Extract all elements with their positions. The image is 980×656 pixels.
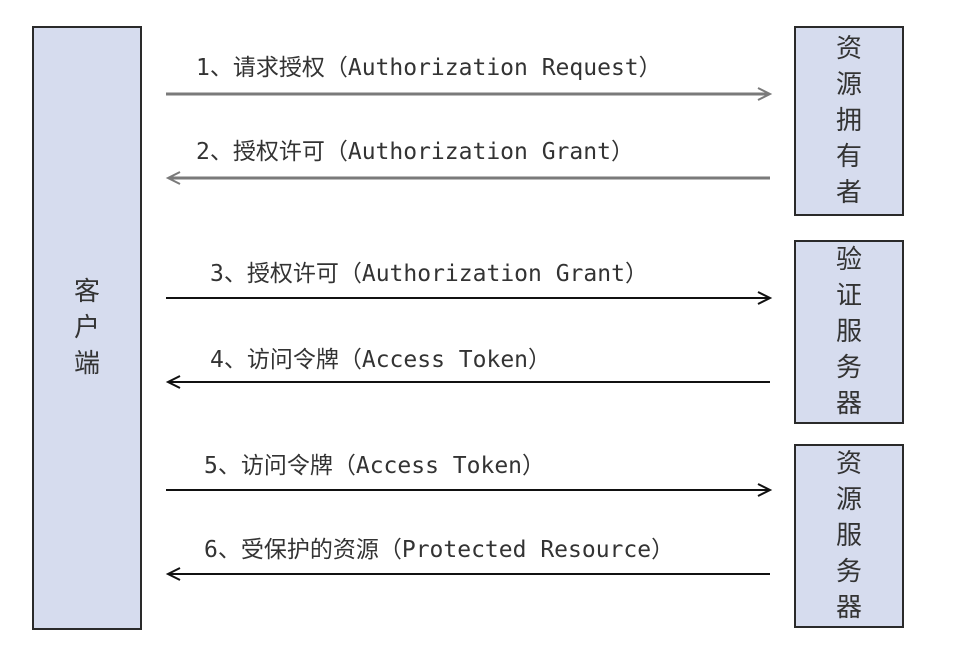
- resource-owner-box: 资源拥有者: [794, 26, 904, 216]
- box-label-char: 器: [835, 389, 862, 419]
- box-label-char: 有: [835, 142, 862, 172]
- box-label-char: 拥: [835, 106, 862, 136]
- box-label-char: 源: [835, 485, 862, 515]
- message-label-4: 4、访问令牌（Access Token）: [210, 347, 552, 373]
- box-label-char: 户: [73, 313, 100, 343]
- box-label-char: 端: [73, 349, 100, 379]
- box-label-char: 务: [835, 353, 862, 383]
- box-label-char: 证: [835, 281, 862, 311]
- message-label-2: 2、授权许可（Authorization Grant）: [196, 139, 634, 165]
- arrow-6-head: [165, 567, 181, 581]
- box-label-char: 验: [835, 245, 862, 275]
- box-label-char: 务: [835, 557, 862, 587]
- box-label-char: 服: [835, 521, 862, 551]
- box-label-char: 源: [835, 70, 862, 100]
- box-label-char: 器: [835, 593, 862, 623]
- auth-server-box: 验证服务器: [794, 240, 904, 424]
- box-label-char: 服: [835, 317, 862, 347]
- message-label-6: 6、受保护的资源（Protected Resource）: [204, 537, 675, 563]
- arrow-2-head: [165, 171, 181, 185]
- message-label-1: 1、请求授权（Authorization Request）: [196, 55, 662, 81]
- arrow-3-head: [757, 291, 773, 305]
- message-label-3: 3、授权许可（Authorization Grant）: [210, 261, 648, 287]
- arrow-1-head: [757, 87, 773, 101]
- box-label-char: 资: [835, 449, 862, 479]
- box-label-char: 客: [73, 277, 100, 307]
- arrow-5-head: [757, 483, 773, 497]
- resource-server-box: 资源服务器: [794, 444, 904, 628]
- client-box: 客户端: [32, 26, 142, 630]
- arrow-4-head: [165, 375, 181, 389]
- box-label-char: 者: [835, 178, 862, 208]
- message-label-5: 5、访问令牌（Access Token）: [204, 453, 546, 479]
- box-label-char: 资: [835, 34, 862, 64]
